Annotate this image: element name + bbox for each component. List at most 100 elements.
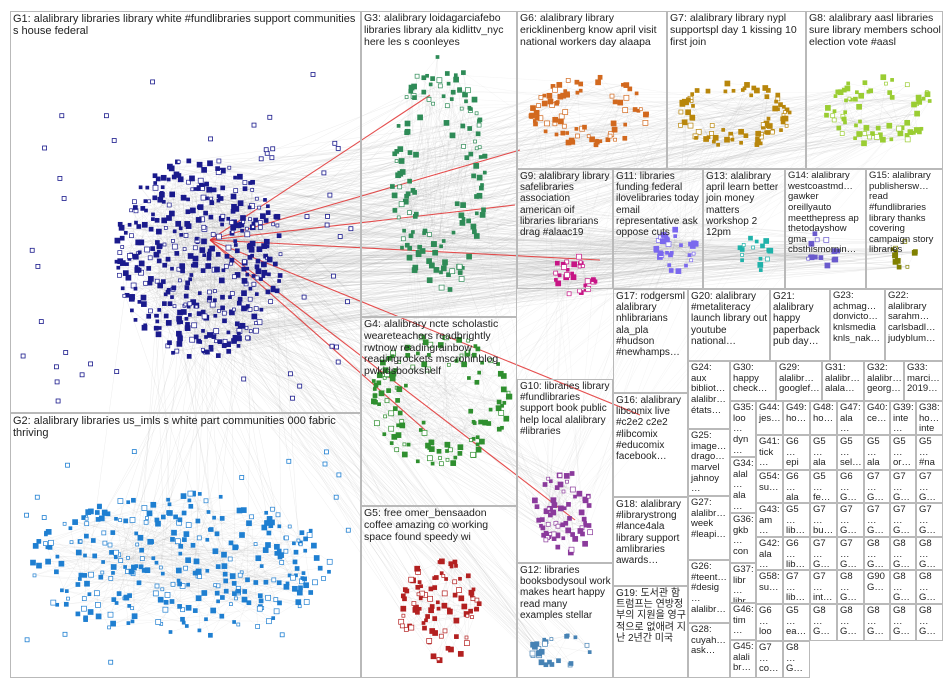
- group-box-g57[interactable]: G5… or…: [890, 435, 916, 470]
- group-box-g12[interactable]: G12: libraries booksbodysoul work makes …: [517, 563, 613, 678]
- group-box-g13[interactable]: G13: alalibrary april learn better join …: [703, 169, 785, 289]
- group-box-g48[interactable]: G48: ho…: [810, 401, 837, 435]
- group-box-g90[interactable]: G90 G…: [864, 570, 890, 604]
- group-box-g36[interactable]: G36: gkb… con…: [730, 513, 756, 563]
- group-label-g73: G7… G…: [919, 471, 936, 503]
- group-box-g20[interactable]: G20: alalibrary #metaliteracy launch lib…: [688, 289, 770, 361]
- group-box-g89[interactable]: G8… G…: [783, 641, 810, 678]
- group-box-g15[interactable]: G15: alalibrary publishersw… read #fundl…: [866, 169, 943, 289]
- group-box-g4[interactable]: G4: alalibrary ncte scholastic weareteac…: [361, 317, 517, 506]
- group-box-g62[interactable]: G6… ala…: [783, 470, 810, 503]
- group-box-g80[interactable]: G8… G…: [916, 537, 943, 570]
- group-box-g84[interactable]: G8… G…: [810, 604, 837, 641]
- group-box-g78[interactable]: G8… G…: [864, 537, 890, 570]
- group-box-g85[interactable]: G8… G…: [837, 604, 864, 641]
- group-box-g30[interactable]: G30: happy check…: [730, 361, 776, 401]
- group-box-g25[interactable]: G25: image… drago… marvel jahnoy…: [688, 429, 730, 496]
- group-box-g59[interactable]: G5… ea…: [783, 604, 810, 641]
- group-box-g72[interactable]: G7… G…: [890, 470, 916, 503]
- group-box-g73[interactable]: G7… G…: [916, 470, 943, 503]
- group-box-g2[interactable]: G2: alalibrary libraries us_imls s white…: [10, 413, 361, 678]
- group-box-g83[interactable]: G8… G…: [916, 570, 943, 604]
- group-box-g33[interactable]: G33: marci… 2019…: [904, 361, 943, 401]
- group-box-g74[interactable]: G7… G…: [837, 503, 864, 537]
- group-box-g3[interactable]: G3: alalibrary loidagarciafebo libraries…: [361, 11, 517, 317]
- group-box-g53[interactable]: G5… ala…: [810, 435, 837, 470]
- group-box-g60[interactable]: G6… epi…: [783, 435, 810, 470]
- group-box-g65[interactable]: G7… G…: [810, 537, 837, 570]
- group-box-g8[interactable]: G8: alalibrary aasl libraries sure libra…: [806, 11, 943, 169]
- group-box-g1[interactable]: G1: alalibrary libraries library white #…: [10, 11, 361, 413]
- group-box-g50[interactable]: G5… lib…: [783, 503, 810, 537]
- group-box-g35[interactable]: G35: loo… dyn… inn…: [730, 401, 756, 457]
- edge: [211, 529, 274, 581]
- group-box-g68[interactable]: G7… co…: [756, 641, 783, 678]
- group-box-g37[interactable]: G37: libr… libr…: [730, 563, 756, 603]
- group-box-g51[interactable]: G5… sel…: [837, 435, 864, 470]
- group-box-g86[interactable]: G8… G…: [864, 604, 890, 641]
- group-box-g24[interactable]: G24: aux bibliot… alalibr… états…: [688, 361, 730, 429]
- group-box-g77[interactable]: G7… G…: [916, 503, 943, 537]
- group-box-g21[interactable]: G21: alalibrary happy paperback pub day…: [770, 289, 830, 361]
- group-box-g54[interactable]: G54: su…: [756, 470, 783, 503]
- group-box-g58[interactable]: G58: su…: [756, 570, 783, 604]
- group-box-g31[interactable]: G31: alalibr… alala…: [822, 361, 864, 401]
- group-box-g88[interactable]: G8… G…: [916, 604, 943, 641]
- group-box-g28[interactable]: G28: cuyah… ask…: [688, 623, 730, 678]
- group-box-g55[interactable]: G5… ala…: [864, 435, 890, 470]
- group-box-g67[interactable]: G7… lib…: [783, 570, 810, 604]
- group-box-g39[interactable]: G39: inte…: [890, 401, 916, 435]
- group-box-g5[interactable]: G5: free omer_bensaadon coffee amazing c…: [361, 506, 517, 678]
- node[interactable]: [577, 288, 582, 294]
- group-box-g71[interactable]: G7… G…: [864, 470, 890, 503]
- group-box-g79[interactable]: G8… G…: [890, 537, 916, 570]
- group-box-g18[interactable]: G18: alalibrary #librarystrong #lance4al…: [613, 497, 688, 586]
- group-box-g49[interactable]: G49: ho…: [783, 401, 810, 435]
- group-box-g38[interactable]: G38: ho… inte…: [916, 401, 943, 435]
- group-box-g56[interactable]: G5… #na…: [916, 435, 943, 470]
- group-box-g45[interactable]: G45: alalibr…: [730, 640, 756, 678]
- group-box-g66[interactable]: G7… G…: [837, 537, 864, 570]
- group-box-g69[interactable]: G7… bu…: [810, 503, 837, 537]
- edge: [202, 188, 815, 234]
- group-box-g64[interactable]: G6… lib…: [783, 537, 810, 570]
- group-box-g43[interactable]: G43: am…: [756, 503, 783, 537]
- group-box-g47[interactable]: G47: ala…: [837, 401, 864, 435]
- group-box-g87[interactable]: G8… G…: [890, 604, 916, 641]
- group-box-g81[interactable]: G8… G…: [837, 570, 864, 604]
- group-box-g27[interactable]: G27: alalibr… week #leapi…: [688, 496, 730, 560]
- group-box-g44[interactable]: G44: jes…: [756, 401, 783, 435]
- edge: [169, 166, 579, 257]
- group-box-g63[interactable]: G6… G…: [837, 470, 864, 503]
- group-box-g75[interactable]: G7… G…: [864, 503, 890, 537]
- group-box-g9[interactable]: G9: alalibrary library safelibraries ass…: [517, 169, 613, 289]
- group-box-g17[interactable]: G17: rodgersml alalibrary nhlibrarians a…: [613, 289, 688, 393]
- group-box-g10[interactable]: G10: libraries library #fundlibraries su…: [517, 379, 613, 563]
- group-box-g42[interactable]: G42: ala…: [756, 537, 783, 570]
- edge: [152, 131, 920, 249]
- group-box-g32[interactable]: G32: alalibr… georg…: [864, 361, 904, 401]
- edge: [195, 247, 251, 332]
- group-box-g61[interactable]: G6… loo…: [756, 604, 783, 641]
- group-box-g40[interactable]: G40: ce…: [864, 401, 890, 435]
- group-box-g76[interactable]: G7… G…: [890, 503, 916, 537]
- group-box-g7[interactable]: G7: alalibrary library nypl supportspl d…: [667, 11, 806, 169]
- group-box-g23[interactable]: G23: achmag… donvicto… knlsmedia knls_na…: [830, 289, 885, 361]
- group-box-g52[interactable]: G5… fe…: [810, 470, 837, 503]
- group-box-g14[interactable]: G14: alalibrary westcoastmd… gawker orei…: [785, 169, 866, 289]
- group-box-g6[interactable]: G6: alalibrary library ericklinenberg kn…: [517, 11, 667, 169]
- group-box-g46[interactable]: G46: tim…: [730, 603, 756, 640]
- group-box-g34[interactable]: G34: alal… ala…: [730, 457, 756, 513]
- group-box-g19[interactable]: G19: 도서관 함 트럼프는 연방정부의 지원을 영구적으로 없애려 지난 2…: [613, 586, 688, 678]
- group-box-g16[interactable]: G16: alalibrary libcomix live #c2e2 c2e2…: [613, 393, 688, 497]
- group-box-g70[interactable]: G7… int…: [810, 570, 837, 604]
- node[interactable]: [566, 291, 572, 297]
- group-box-g26[interactable]: G26: #teent… #desig… alalibr…: [688, 560, 730, 623]
- group-box-g11[interactable]: G11: libraries funding federal ilovelibr…: [613, 169, 703, 289]
- group-box-g82[interactable]: G8… G…: [890, 570, 916, 604]
- group-box-g22[interactable]: G22: alalibrary sarahm… carlsbadl… judyb…: [885, 289, 943, 361]
- edge: [425, 266, 565, 343]
- group-box-g29[interactable]: G29: alalibr… googlef…: [776, 361, 822, 401]
- group-box-g41[interactable]: G41: tick…: [756, 435, 783, 470]
- edge: [145, 264, 575, 284]
